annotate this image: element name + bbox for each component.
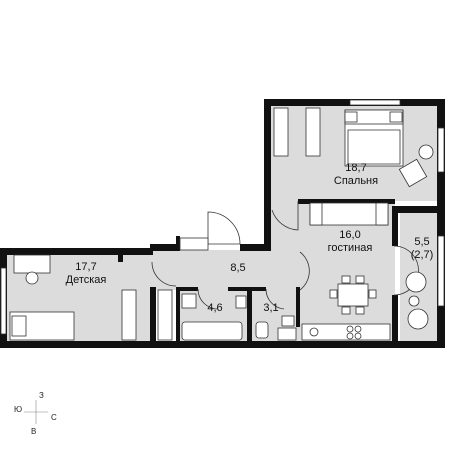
kids-area: 17,7 (75, 261, 97, 273)
hall-label: 8,5 (218, 262, 258, 275)
balcony-wall-top (394, 206, 445, 213)
balcony-chair-2 (407, 308, 429, 330)
outer-wall-mid-top (240, 244, 271, 251)
balcony-wall-left (392, 206, 398, 246)
kids-desk (13, 254, 51, 274)
outer-wall-bottom (0, 341, 445, 348)
wc-area: 3,1 (263, 302, 279, 314)
dining-chair-1 (341, 275, 351, 284)
dining-chair-3 (341, 306, 351, 315)
compass-rose (24, 400, 48, 424)
bathtub (181, 321, 243, 341)
wc-label: 3,1 (256, 302, 286, 315)
bedroom-door (271, 201, 299, 231)
living-sofa-arm-right (375, 202, 389, 226)
dining-chair-5 (329, 289, 338, 299)
kids-name: Детская (65, 274, 107, 286)
outer-wall-left-upper (264, 99, 271, 247)
bedroom-nightstand-2 (389, 111, 403, 123)
wc-boiler (277, 327, 297, 341)
doors (151, 201, 419, 310)
balcony-chair-1 (405, 271, 427, 293)
wc-wall-right (296, 287, 300, 327)
hall-closet-wall (176, 236, 180, 251)
dining-chair-4 (355, 306, 365, 315)
kitchen-counter (301, 323, 391, 341)
bedroom-wardrobe (273, 107, 289, 157)
windows (0, 99, 445, 335)
compass-south-label: В (31, 427, 37, 436)
kids-label: 17,7 Детская (56, 261, 116, 287)
outer-wall-mid-top-left (150, 244, 178, 251)
bedroom-window-top (349, 99, 401, 106)
living-sofa-arm-left (309, 202, 323, 226)
living-label: 16,0 гостиная (318, 229, 382, 255)
dining-chair-2 (355, 275, 365, 284)
kids-bed-pillow (11, 315, 27, 337)
balcony-wall-left-lower (392, 295, 398, 341)
bedroom-side-table (418, 144, 434, 160)
bedroom-label: 18,7 Спальня (330, 162, 382, 188)
bedroom-nightstand-1 (344, 111, 358, 123)
bath-wc-wall (247, 287, 252, 342)
wc-toilet (255, 321, 269, 339)
bath-label: 4,6 (200, 302, 230, 315)
kitchen-hob-3 (346, 332, 354, 340)
balcony-area-note: (2,7) (410, 249, 434, 261)
kids-door (151, 261, 177, 287)
furniture (9, 107, 434, 341)
compass-east-label: С (51, 413, 57, 422)
bath-area: 4,6 (207, 302, 223, 314)
balcony-door (393, 245, 419, 296)
outer-wall-left-top (0, 248, 153, 255)
kitchen-sink (309, 327, 319, 337)
living-name: гостиная (327, 242, 373, 254)
living-door (299, 251, 310, 291)
bedroom-window (437, 127, 445, 173)
wc-door (265, 288, 285, 310)
balcony-label: 5,5 (2,7) (404, 236, 440, 262)
entrance-door (207, 211, 241, 245)
compass-west-label: Ю (14, 405, 23, 414)
bedroom-name: Спальня (333, 175, 379, 187)
kitchen-hob-1 (346, 325, 354, 333)
bath-door (197, 288, 219, 310)
hall-wall-bottom-left (150, 287, 156, 342)
hall-bath-wall-2 (228, 287, 266, 291)
kids-desk-chair (25, 271, 39, 285)
kids-window (0, 267, 7, 335)
bath-sink (235, 295, 247, 309)
compass-north-label: З (39, 391, 44, 400)
kids-wardrobe-2 (157, 289, 173, 341)
hall-wardrobe (179, 237, 209, 251)
living-area: 16,0 (339, 229, 361, 241)
kids-wardrobe (121, 289, 137, 341)
dining-chair-6 (368, 289, 377, 299)
kitchen-hob-2 (354, 325, 362, 333)
dining-table (337, 283, 369, 307)
bedroom-wall-bottom (298, 199, 395, 204)
kids-wall-right (118, 250, 123, 262)
balcony-area: 5,5 (414, 236, 430, 248)
bath-wall-left (176, 287, 180, 342)
bedroom-armchair (398, 158, 428, 188)
wc-sink (281, 315, 295, 327)
hall-floor (150, 250, 300, 290)
bedroom-area: 18,7 (345, 162, 367, 174)
hall-bath-wall (176, 287, 198, 291)
kitchen-hob-4 (354, 332, 362, 340)
bedroom-wardrobe-2 (305, 107, 321, 157)
washing-machine (181, 293, 197, 309)
hall-area: 8,5 (230, 262, 246, 274)
balcony-window (437, 235, 445, 307)
bedroom-blanket (347, 129, 401, 165)
balcony-table (408, 295, 420, 307)
